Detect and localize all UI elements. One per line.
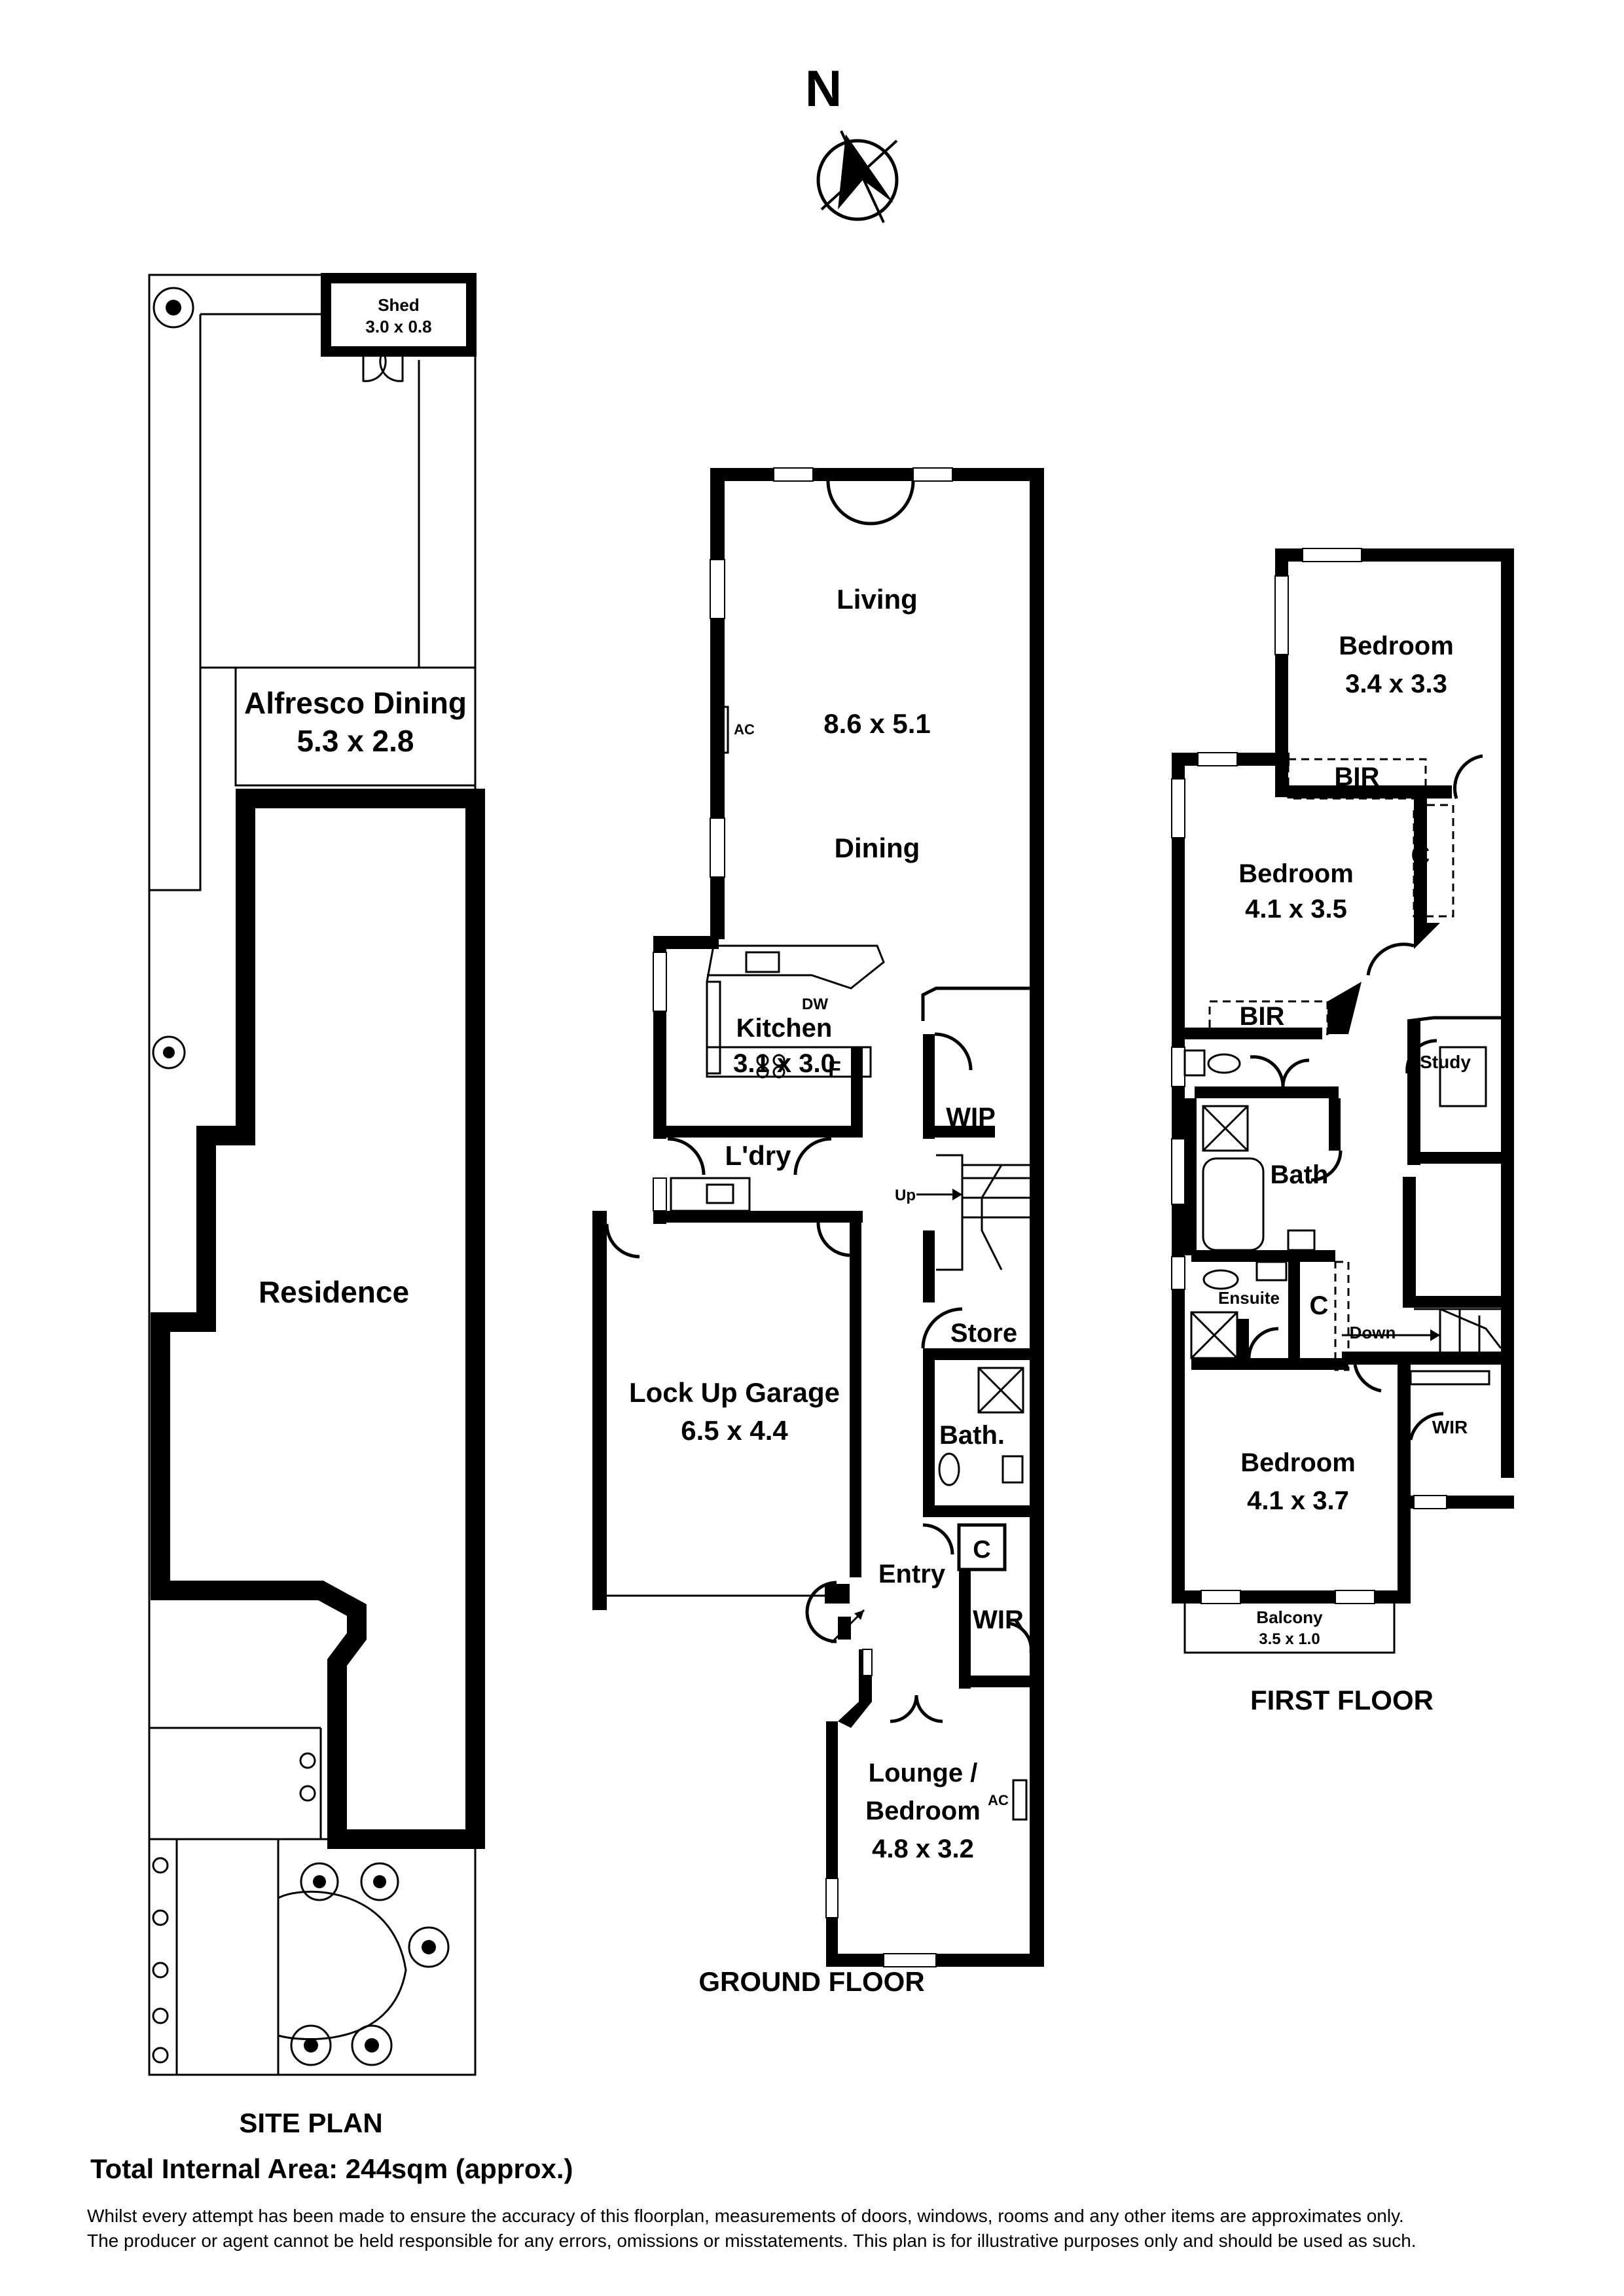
kitchen-size: 3.1 x 3.0 <box>733 1049 835 1078</box>
shed <box>321 273 477 357</box>
bedroom2-size: 4.1 x 3.5 <box>1245 895 1347 924</box>
alfresco-label: Alfresco Dining <box>244 686 467 720</box>
lounge-size: 4.8 x 3.2 <box>872 1835 974 1863</box>
north-arrow-icon <box>838 134 893 209</box>
entry-label: Entry <box>878 1560 946 1588</box>
bedroom1-label: Bedroom <box>1339 632 1454 660</box>
residence-label: Residence <box>259 1275 409 1309</box>
tree-icon <box>153 287 194 329</box>
wir-label: WIR <box>973 1605 1024 1634</box>
disclaimer-line-1: Whilst every attempt has been made to en… <box>87 2206 1404 2226</box>
bath-label-first: Bath <box>1271 1160 1329 1189</box>
north-compass: N <box>805 60 899 223</box>
tree-icon <box>351 2024 393 2066</box>
ground-floor-caption: GROUND FLOOR <box>698 1966 924 1997</box>
ensuite-label: Ensuite <box>1218 1288 1280 1308</box>
bath-label: Bath. <box>939 1421 1005 1450</box>
dw-label: DW <box>802 996 828 1013</box>
bir1-label: BIR <box>1335 762 1380 791</box>
living-label: Living <box>837 584 918 615</box>
alfresco-area <box>234 666 477 787</box>
bedroom3-size: 4.1 x 3.7 <box>1247 1486 1349 1515</box>
fridge-label: F <box>828 1057 841 1081</box>
bir2-label: BIR <box>1240 1002 1285 1031</box>
lounge-label-2: Bedroom <box>865 1797 981 1825</box>
cupboard-label-first: C <box>1310 1291 1329 1320</box>
living-size: 8.6 x 5.1 <box>823 708 930 739</box>
site-plan: Shed 3.0 x 0.8 Alfresco Dining 5.3 x 2.8… <box>148 273 485 2138</box>
bedroom2-label: Bedroom <box>1238 859 1354 888</box>
lounge-label-1: Lounge / <box>869 1759 978 1787</box>
shrub-icon <box>152 1752 316 2064</box>
tree-icon <box>290 2024 332 2066</box>
dining-label: Dining <box>835 833 920 863</box>
alfresco-size: 5.3 x 2.8 <box>297 724 414 758</box>
bedroom3-label: Bedroom <box>1240 1448 1356 1477</box>
wir-label-first: WIR <box>1432 1417 1468 1437</box>
balcony-size: 3.5 x 1.0 <box>1259 1630 1320 1648</box>
residence-outline <box>151 789 485 1849</box>
compass-label: N <box>805 60 842 117</box>
study-label: Study <box>1420 1052 1471 1072</box>
first-floor-caption: FIRST FLOOR <box>1250 1685 1434 1715</box>
living-ac-label: AC <box>734 721 755 738</box>
garage-label: Lock Up Garage <box>629 1377 840 1408</box>
balcony-label: Balcony <box>1256 1607 1323 1627</box>
laundry-label: L'dry <box>725 1140 791 1171</box>
garage-size: 6.5 x 4.4 <box>681 1415 788 1446</box>
shed-label: Shed <box>378 295 420 315</box>
footer: Total Internal Area: 244sqm (approx.) Wh… <box>87 2153 1416 2251</box>
site-plan-caption: SITE PLAN <box>239 2108 382 2138</box>
ground-floor: Living 8.6 x 5.1 Dining AC DW Kitchen 3.… <box>592 467 1044 1997</box>
total-area: Total Internal Area: 244sqm (approx.) <box>90 2153 573 2184</box>
shed-size: 3.0 x 0.8 <box>365 317 431 336</box>
cupboard-label: C <box>973 1536 990 1564</box>
linen-label: C <box>1411 841 1430 870</box>
lounge-ac-label: AC <box>988 1792 1009 1808</box>
store-label: Store <box>950 1319 1017 1348</box>
first-floor: Bedroom 3.4 x 3.3 BIR C Bedroom 4.1 x 3.… <box>1171 548 1514 1715</box>
balcony-outline <box>1183 1604 1396 1654</box>
bedroom1-size: 3.4 x 3.3 <box>1345 670 1447 698</box>
disclaimer-line-2: The producer or agent cannot be held res… <box>87 2231 1416 2251</box>
stairs-up-label: Up <box>895 1187 916 1204</box>
kitchen-label: Kitchen <box>736 1014 833 1043</box>
stairs-down-label: Down <box>1350 1323 1396 1342</box>
wip-label: WIP <box>946 1103 996 1132</box>
tree-icon <box>360 1862 399 1901</box>
tree-icon <box>152 1035 186 1069</box>
tree-icon <box>408 1926 450 1968</box>
tree-icon <box>300 1862 339 1901</box>
